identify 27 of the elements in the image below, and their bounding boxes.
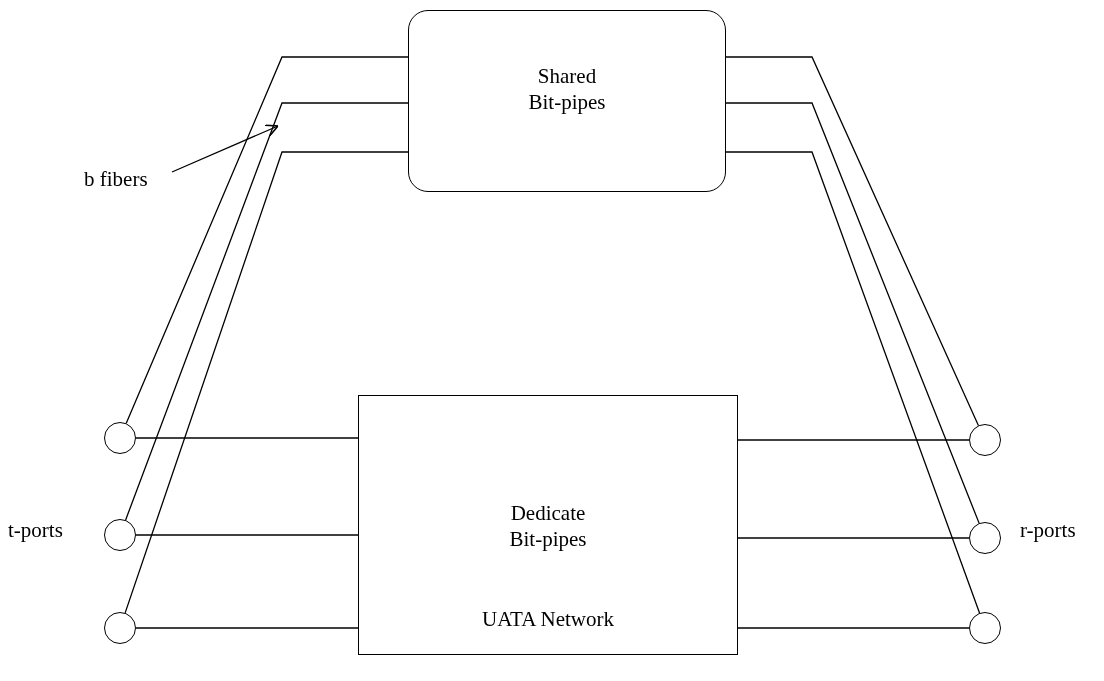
port-circle bbox=[969, 424, 1001, 456]
fiber-line bbox=[737, 537, 970, 539]
node-text: UATA Network bbox=[482, 606, 614, 633]
process-box bbox=[358, 395, 738, 655]
port-circle bbox=[969, 522, 1001, 554]
fiber-line bbox=[135, 534, 359, 536]
port-circle bbox=[969, 612, 1001, 644]
fiber-line bbox=[125, 56, 409, 424]
fiber-line bbox=[124, 151, 409, 614]
fiber-line bbox=[124, 102, 409, 521]
port-group-label: t-ports bbox=[8, 518, 63, 543]
rounded-box bbox=[408, 10, 726, 192]
fiber-line bbox=[725, 56, 980, 427]
node-text: Dedicate Bit-pipes bbox=[508, 500, 588, 553]
leader-arrow bbox=[171, 124, 279, 173]
node-text: b fibers bbox=[84, 166, 148, 193]
fiber-line bbox=[737, 439, 970, 441]
fiber-line bbox=[135, 627, 359, 629]
port-circle bbox=[104, 519, 136, 551]
node-text: Shared Bit-pipes bbox=[527, 63, 607, 116]
fiber-line bbox=[737, 627, 970, 629]
fiber-line bbox=[135, 437, 359, 439]
port-circle bbox=[104, 422, 136, 454]
fiber-line bbox=[725, 151, 981, 614]
fiber-line bbox=[725, 102, 980, 524]
port-group-label: r-ports bbox=[1020, 518, 1076, 543]
port-circle bbox=[104, 612, 136, 644]
